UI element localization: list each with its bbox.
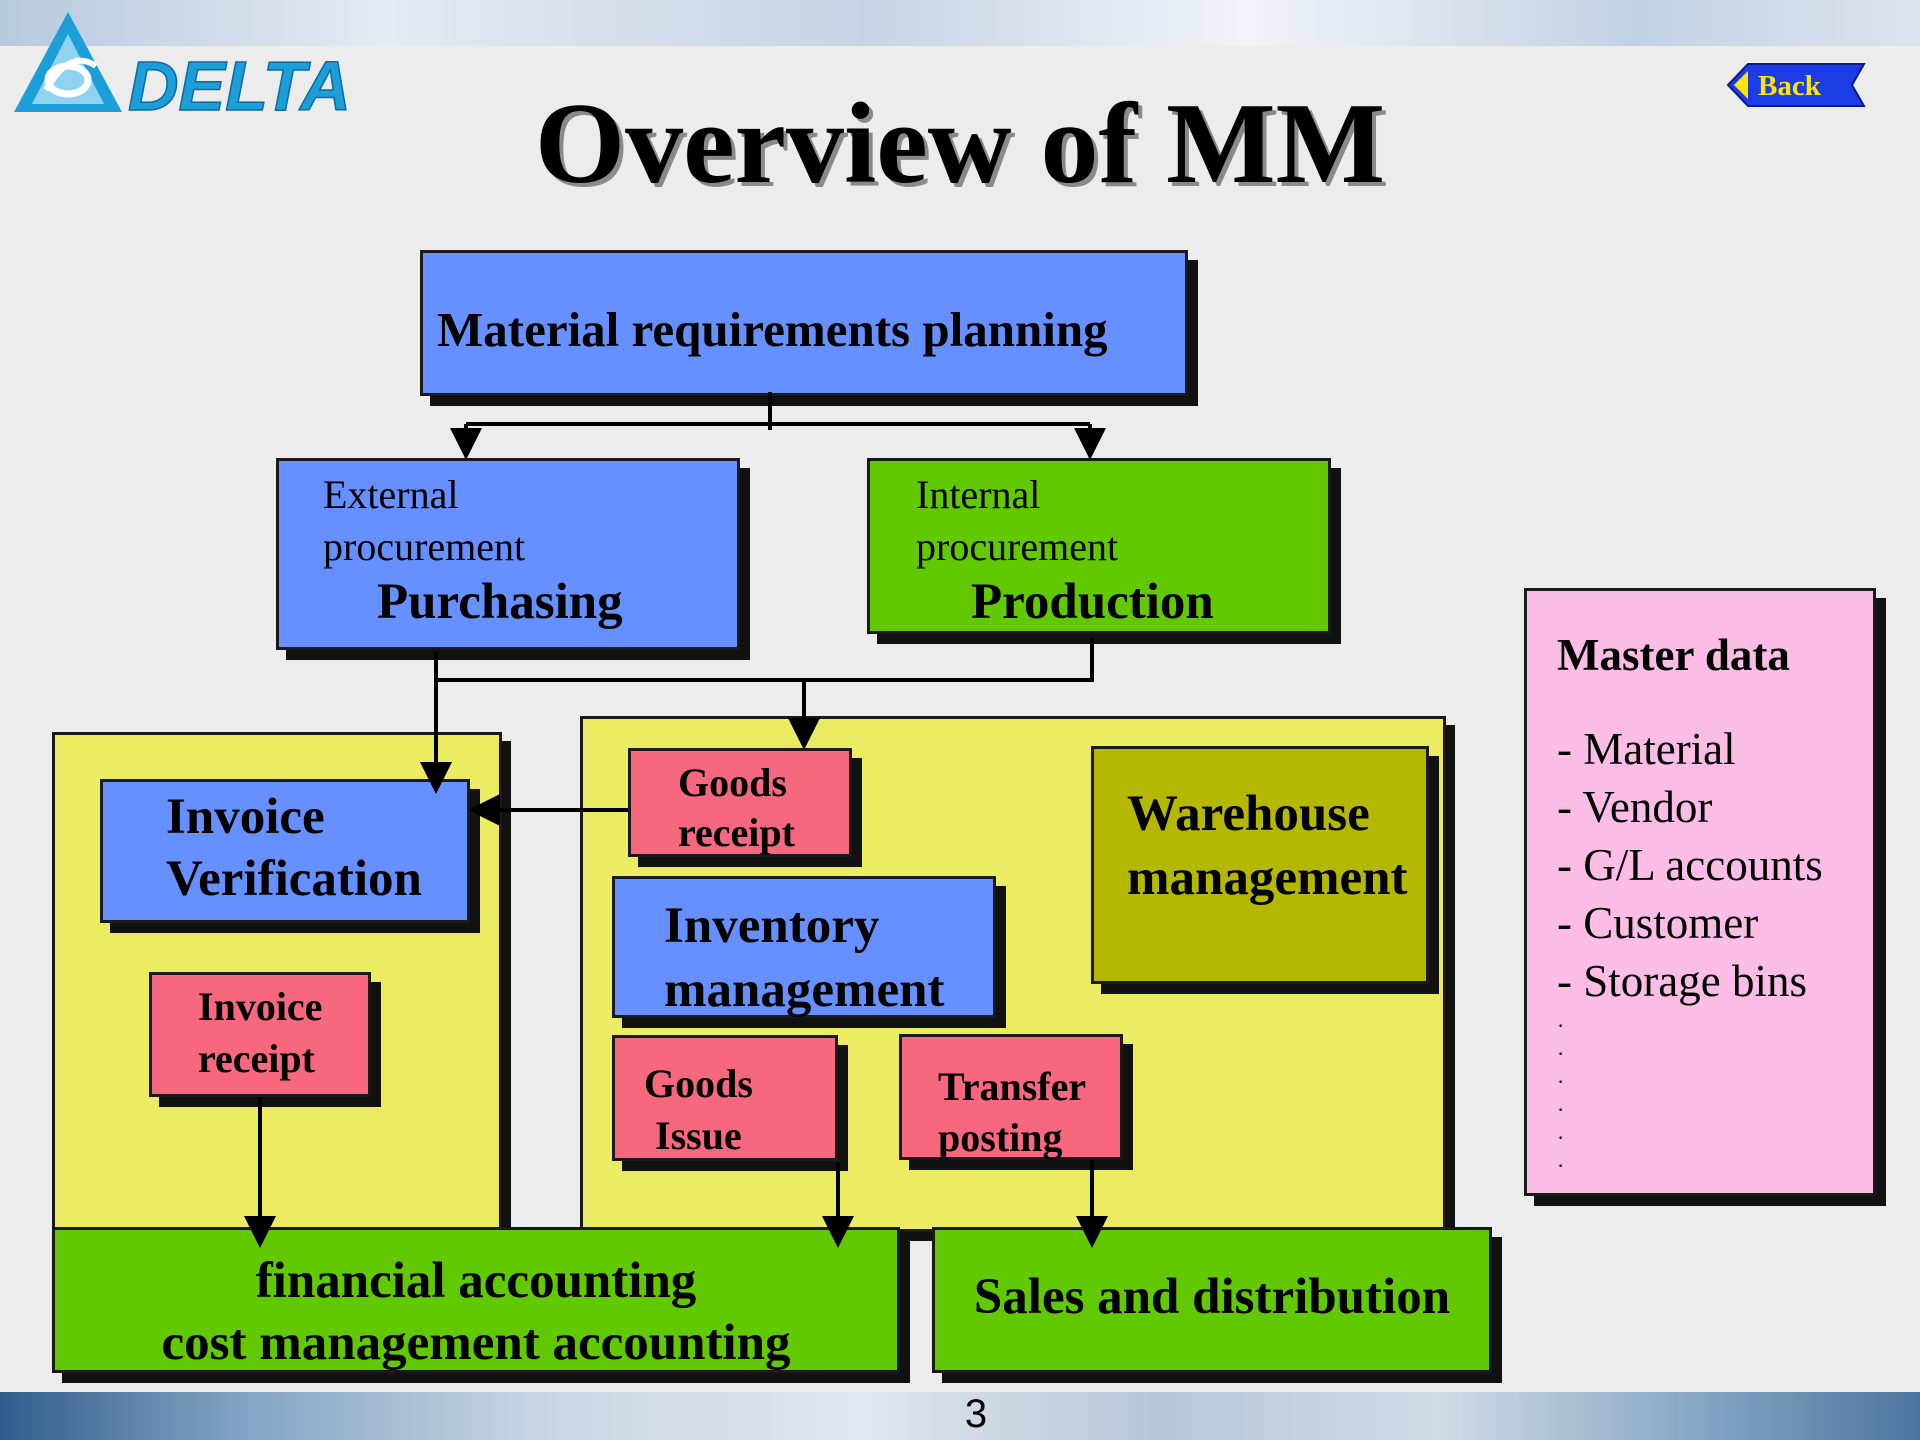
goods-issue-line1: Goods xyxy=(644,1061,753,1106)
back-arrow-icon: Back xyxy=(1726,63,1866,107)
purchasing-label: Purchasing xyxy=(377,574,623,630)
ellipsis-dot: · xyxy=(1557,1041,1565,1066)
goods-issue-line2: Issue xyxy=(655,1113,742,1158)
back-button[interactable]: Back xyxy=(1726,60,1872,110)
slide-title: Overview of MM xyxy=(534,80,1386,208)
production-join xyxy=(436,638,1094,682)
warehouse-line2: management xyxy=(1127,850,1408,906)
master-data-item: - Material xyxy=(1557,724,1736,774)
goods-issue-box: Goods Issue xyxy=(612,1035,838,1161)
mrp-box: Material requirements planning xyxy=(420,250,1188,396)
header-band xyxy=(0,0,1920,46)
transfer-posting-line1: Transfer xyxy=(938,1064,1087,1109)
inventory-management-box: Inventory management xyxy=(612,876,996,1018)
master-data-item: - Vendor xyxy=(1557,782,1713,832)
financial-line2: cost management accounting xyxy=(161,1315,791,1371)
master-data-item: - G/L accounts xyxy=(1557,840,1823,890)
invoice-verification-line1: Invoice xyxy=(166,789,325,845)
invoice-receipt-line1: Invoice xyxy=(198,984,323,1029)
footer-band xyxy=(0,1392,1920,1440)
invoice-receipt-line2: receipt xyxy=(198,1036,315,1081)
warehouse-management-box: Warehouse management xyxy=(1091,746,1429,984)
master-data-box: Master data - Material - Vendor - G/L ac… xyxy=(1524,588,1876,1196)
transfer-posting-line2: posting xyxy=(938,1115,1063,1160)
page-number: 3 xyxy=(964,1392,988,1436)
ellipsis-dot: · xyxy=(1557,1153,1565,1178)
sales-distribution-box: Sales and distribution xyxy=(932,1227,1492,1373)
financial-line1: financial accounting xyxy=(255,1253,697,1309)
ellipsis-dot: · xyxy=(1557,1069,1565,1094)
logo-text: DELTA xyxy=(128,47,350,118)
external-procurement-box: External procurement Purchasing xyxy=(276,458,740,650)
back-label: Back xyxy=(1758,70,1822,102)
production-label: Production xyxy=(971,574,1214,630)
delta-logo-icon: DELTA xyxy=(14,12,350,118)
external-line1: External xyxy=(323,472,459,517)
goods-receipt-line2: receipt xyxy=(678,810,795,855)
master-data-item: - Storage bins xyxy=(1557,956,1807,1006)
financial-accounting-box: financial accounting cost management acc… xyxy=(52,1227,900,1373)
invoice-receipt-box: Invoice receipt xyxy=(149,972,371,1097)
internal-procurement-box: Internal procurement Production xyxy=(867,458,1331,634)
goods-receipt-line1: Goods xyxy=(678,760,787,805)
inventory-line2: management xyxy=(664,962,945,1018)
master-data-title: Master data xyxy=(1557,630,1790,680)
warehouse-line1: Warehouse xyxy=(1127,786,1370,842)
invoice-verification-line2: Verification xyxy=(166,851,422,907)
ellipsis-dot: · xyxy=(1557,1097,1565,1122)
goods-receipt-box: Goods receipt xyxy=(628,748,852,857)
master-data-item: - Customer xyxy=(1557,898,1759,948)
internal-line2: procurement xyxy=(916,524,1119,569)
ellipsis-dot: · xyxy=(1557,1125,1565,1150)
ellipsis-dot: · xyxy=(1557,1013,1565,1038)
transfer-posting-box: Transfer posting xyxy=(899,1034,1123,1160)
invoice-verification-box: Invoice Verification xyxy=(100,779,470,923)
sales-label: Sales and distribution xyxy=(973,1269,1451,1325)
mrp-label: Material requirements planning xyxy=(437,302,1108,357)
internal-line1: Internal xyxy=(916,472,1041,517)
inventory-line1: Inventory xyxy=(664,898,880,954)
external-line2: procurement xyxy=(323,524,526,569)
